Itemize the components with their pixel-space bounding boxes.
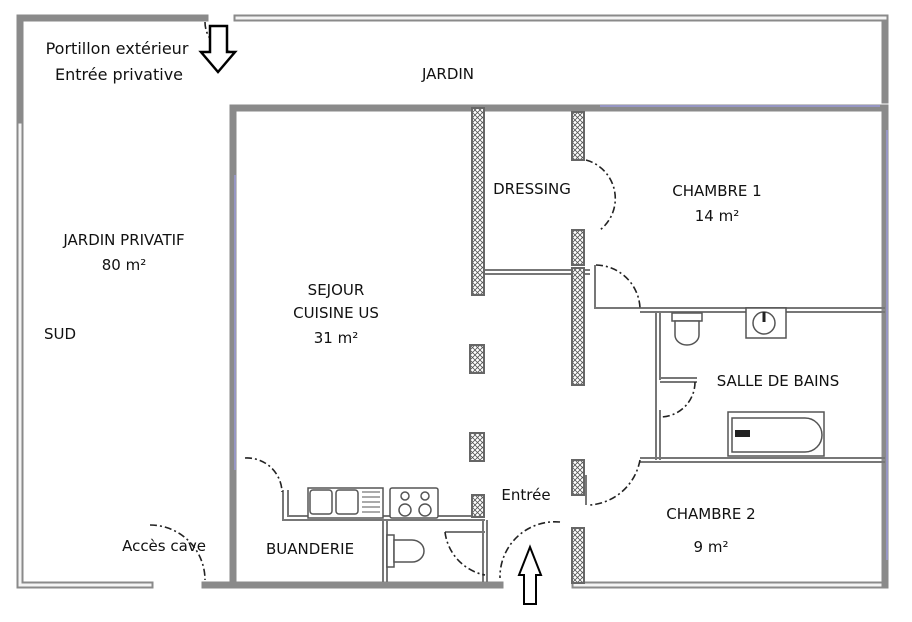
building-walls: [229, 104, 889, 589]
label-entree: Entrée: [501, 486, 551, 504]
washbasin: [745, 307, 787, 339]
doors: [149, 21, 696, 581]
label-chambre2: CHAMBRE 2: [666, 505, 756, 523]
toilet-wc: [386, 534, 425, 568]
label-sud: SUD: [43, 325, 77, 343]
garden-walls: [16, 14, 889, 589]
private-entrance-arrow-icon: [198, 24, 238, 74]
toilet-bathroom: [671, 312, 703, 346]
label-entree-privative: Entrée privative: [54, 65, 184, 84]
cooktop: [389, 487, 439, 519]
label-jardin-privatif-area: 80 m²: [101, 256, 147, 274]
label-acces-cave: Accès cave: [122, 537, 206, 555]
label-salle-de-bains: SALLE DE BAINS: [716, 372, 840, 390]
interior-walls: [282, 265, 885, 582]
load-bearing-walls: [469, 107, 585, 584]
main-entrance-arrow-icon: [517, 544, 543, 605]
bathtub: [727, 411, 825, 457]
label-chambre1: CHAMBRE 1: [672, 182, 762, 200]
label-portillon: Portillon extérieur: [45, 39, 189, 58]
label-chambre1-area: 14 m²: [694, 207, 740, 225]
label-cuisine-us: CUISINE US: [293, 304, 379, 322]
label-jardin-privatif: JARDIN PRIVATIF: [63, 231, 185, 249]
label-jardin: JARDIN: [421, 65, 475, 83]
label-sejour-area: 31 m²: [313, 329, 359, 347]
label-dressing: DRESSING: [493, 180, 571, 198]
label-sejour: SEJOUR: [307, 281, 365, 299]
kitchen-sink: [307, 487, 384, 519]
label-chambre2-area: 9 m²: [693, 538, 729, 556]
label-buanderie: BUANDERIE: [265, 540, 355, 558]
